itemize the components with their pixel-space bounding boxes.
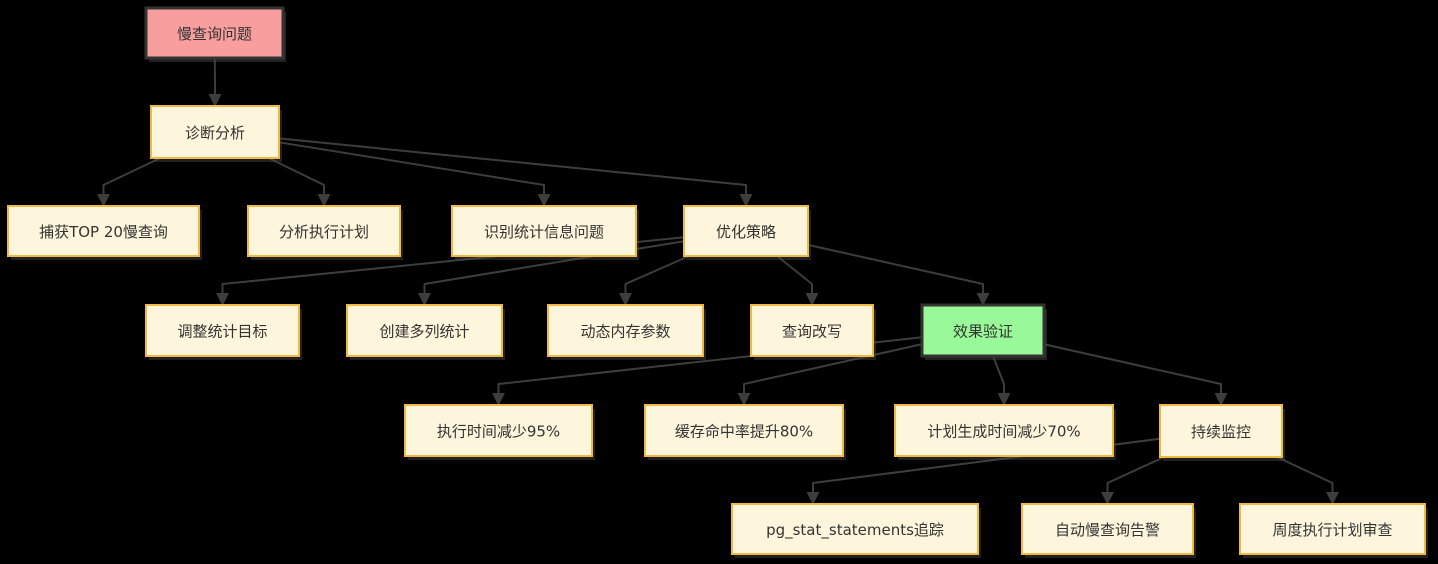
node-pg-stat xyxy=(731,503,979,555)
node-plan-time xyxy=(894,404,1114,457)
node-label-weekly-review: 周度执行计划审查 xyxy=(1272,521,1392,539)
node-identify-stats xyxy=(451,205,637,257)
node-label-query-rewrite: 查询改写 xyxy=(782,323,842,341)
edge-optimize-strategy-query-rewrite xyxy=(776,255,819,306)
node-capture-top20 xyxy=(7,205,200,257)
node-verify-results xyxy=(920,303,1046,358)
edge-monitor-weekly-review xyxy=(1276,456,1339,505)
node-label-pg-stat: pg_stat_statements追踪 xyxy=(766,521,944,540)
node-adjust-stats-target xyxy=(145,304,300,357)
node-label-dynamic-memory: 动态内存参数 xyxy=(580,323,670,341)
node-multi-col-stats xyxy=(346,304,503,357)
node-label-adjust-stats-target: 调整统计目标 xyxy=(177,323,267,341)
node-label-optimize-strategy: 优化策略 xyxy=(716,223,776,241)
node-label-cache-hit: 缓存命中率提升80% xyxy=(675,423,813,441)
node-label-multi-col-stats: 创建多列统计 xyxy=(379,323,469,341)
edge-diagnose-capture-top20 xyxy=(97,157,161,207)
node-slow-query-problem xyxy=(144,6,285,60)
node-label-verify-results: 效果验证 xyxy=(953,323,1013,341)
node-dynamic-memory xyxy=(547,304,704,357)
edge-verify-results-monitor xyxy=(1043,343,1228,406)
node-weekly-review xyxy=(1239,503,1426,555)
edge-optimize-strategy-dynamic-memory xyxy=(619,255,690,306)
node-label-plan-time: 计划生成时间减少70% xyxy=(927,423,1080,441)
node-label-monitor: 持续监控 xyxy=(1191,423,1251,441)
node-label-analyze-plan: 分析执行计划 xyxy=(279,223,369,241)
node-cache-hit xyxy=(644,404,844,457)
edge-optimize-strategy-verify-results xyxy=(807,243,990,306)
node-monitor xyxy=(1159,404,1283,458)
node-label-slow-query-problem: 慢查询问题 xyxy=(177,25,252,43)
node-label-diagnose: 诊断分析 xyxy=(185,124,245,142)
node-analyze-plan xyxy=(247,205,401,257)
node-label-auto-alert: 自动慢查询告警 xyxy=(1055,521,1160,539)
node-label-identify-stats: 识别统计信息问题 xyxy=(484,223,604,241)
node-label-exec-time: 执行时间减少95% xyxy=(437,423,560,441)
edge-diagnose-identify-stats xyxy=(278,141,551,207)
edge-diagnose-analyze-plan xyxy=(268,157,331,207)
node-auto-alert xyxy=(1021,503,1194,555)
node-exec-time xyxy=(404,404,593,457)
edge-verify-results-cache-hit xyxy=(737,343,923,406)
edge-verify-results-plan-time xyxy=(992,355,1011,406)
node-label-capture-top20: 捕获TOP 20慢查询 xyxy=(39,223,168,241)
node-optimize-strategy xyxy=(683,205,809,257)
node-diagnose xyxy=(150,105,280,159)
node-query-rewrite xyxy=(750,304,874,357)
edge-monitor-auto-alert xyxy=(1101,456,1165,505)
edge-diagnose-optimize-strategy xyxy=(278,137,753,207)
